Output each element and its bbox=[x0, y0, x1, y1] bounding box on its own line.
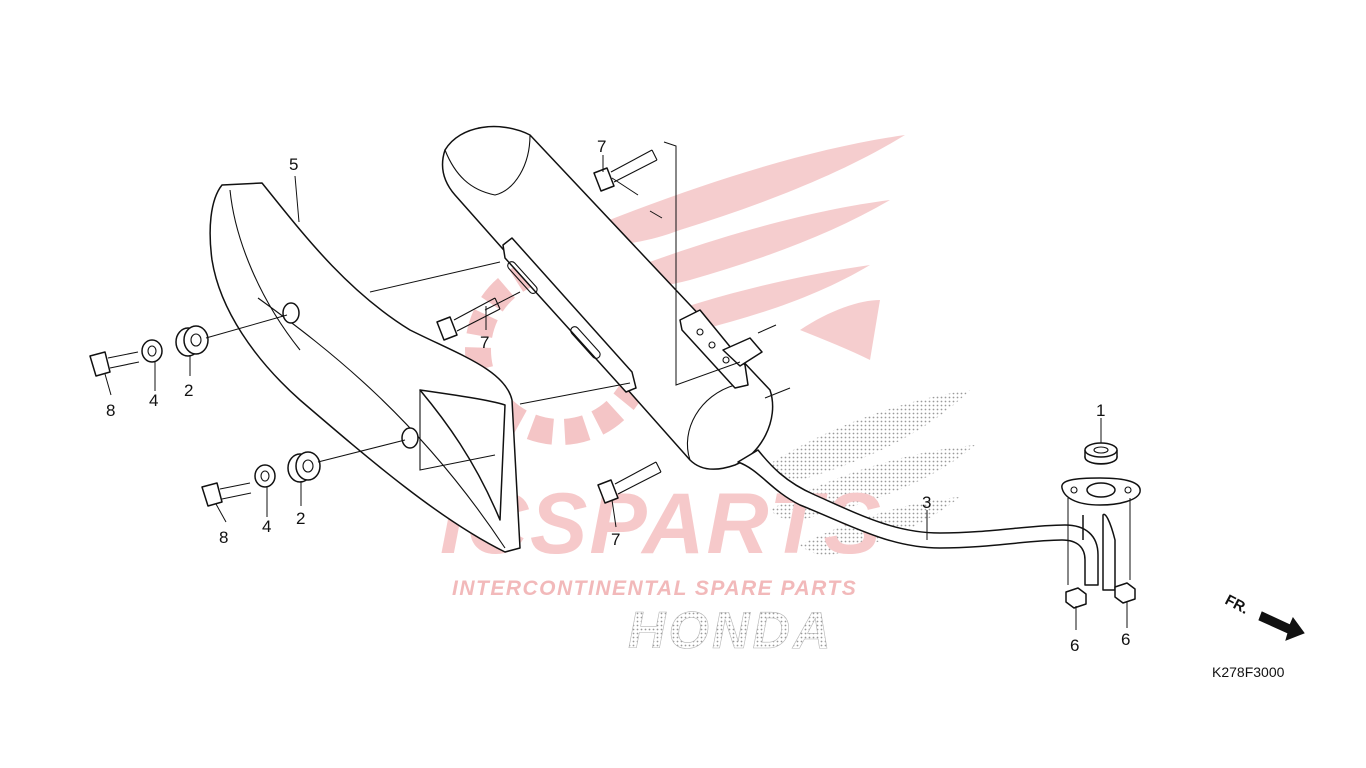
callout-4: 4 bbox=[262, 517, 271, 536]
bolt-7-top bbox=[593, 149, 658, 192]
brand-wing-watermark bbox=[560, 135, 905, 360]
front-direction-indicator: FR. bbox=[1222, 592, 1305, 641]
washer-4-lower bbox=[254, 464, 276, 488]
bolt-7-bottom bbox=[597, 461, 662, 504]
callout-7: 7 bbox=[480, 333, 489, 352]
nut-6-right bbox=[1114, 582, 1136, 604]
grommet-2-lower bbox=[287, 451, 321, 483]
washer-4-upper bbox=[141, 339, 163, 363]
honda-text-watermark: HONDA bbox=[628, 602, 834, 660]
direction-label: FR. bbox=[1222, 592, 1251, 618]
callout-3: 3 bbox=[922, 493, 931, 512]
callout-1: 1 bbox=[1096, 401, 1105, 420]
callout-6: 6 bbox=[1070, 636, 1079, 655]
callout-7: 7 bbox=[611, 530, 620, 549]
bolt-7-middle bbox=[436, 297, 501, 341]
pipe-flange bbox=[1061, 477, 1141, 506]
callout-leaders bbox=[104, 155, 1128, 630]
drawing-code: K278F3000 bbox=[1212, 664, 1285, 680]
grommet-2-upper bbox=[175, 325, 209, 357]
callout-7: 7 bbox=[597, 137, 606, 156]
bolt-8-upper bbox=[89, 351, 140, 377]
tagline-watermark: INTERCONTINENTAL SPARE PARTS bbox=[452, 577, 857, 600]
callout-2: 2 bbox=[184, 381, 193, 400]
callout-4: 4 bbox=[149, 391, 158, 410]
callout-5: 5 bbox=[289, 155, 298, 174]
callout-2: 2 bbox=[296, 509, 305, 528]
callout-8: 8 bbox=[106, 401, 115, 420]
assembly-lines bbox=[205, 141, 1131, 585]
nut-6-left bbox=[1065, 587, 1087, 609]
heat-shield bbox=[209, 182, 521, 553]
arrow-right-icon bbox=[1258, 611, 1305, 641]
bolt-8-lower bbox=[201, 482, 252, 507]
callout-labels: 1 2 2 3 4 4 5 6 6 7 7 7 8 8 bbox=[106, 137, 1130, 655]
gasket bbox=[1084, 442, 1118, 465]
callout-8: 8 bbox=[219, 528, 228, 547]
muffler bbox=[441, 125, 1116, 591]
callout-6: 6 bbox=[1121, 630, 1130, 649]
